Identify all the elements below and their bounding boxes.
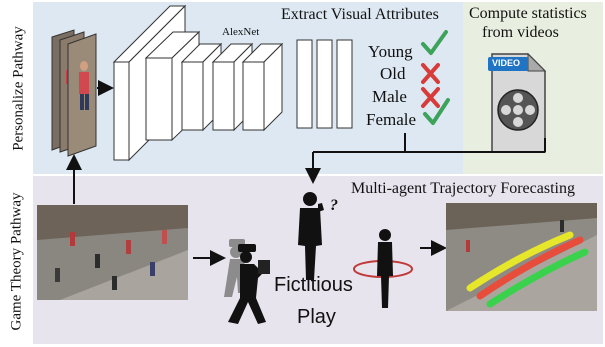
forecast-scene-image [446,203,597,311]
video-file-icon [488,52,547,153]
crowd-scene-image [37,205,188,300]
check-icon [423,98,450,125]
question-mark: ? [330,197,338,214]
input-frame-stack [51,29,97,157]
stats-title-line2: from videos [482,24,559,41]
fictitious-play-line2: Play [297,306,336,328]
input-frame [67,33,97,157]
attribute-female: Female [366,110,417,129]
alexnet-cnn [112,4,353,162]
thinking-person-icon [298,192,324,280]
merge-connector [305,133,546,184]
video-badge-label: VIDEO [492,58,521,68]
stats-title-line1: Compute statistics [469,5,587,22]
standing-person-icon [353,229,413,308]
attribute-male: Male [372,87,407,106]
attribute-young: Young [368,42,413,61]
forecast-title: Multi-agent Trajectory Forecasting [351,180,575,197]
fictitious-play-line1: Fictitious [274,274,353,296]
alexnet-label: AlexNet [222,26,260,38]
cross-icon [421,63,440,84]
conv-layer-5 [241,42,284,132]
attribute-old: Old [380,64,406,83]
walking-person-icon [224,239,270,324]
extract-attributes-title: Extract Visual Attributes [281,6,439,23]
cross-icon [421,87,440,108]
fc-layer-1 [296,39,313,129]
check-icon [421,30,448,55]
fc-layer-2 [316,39,333,129]
fc-layer-3 [336,39,353,129]
